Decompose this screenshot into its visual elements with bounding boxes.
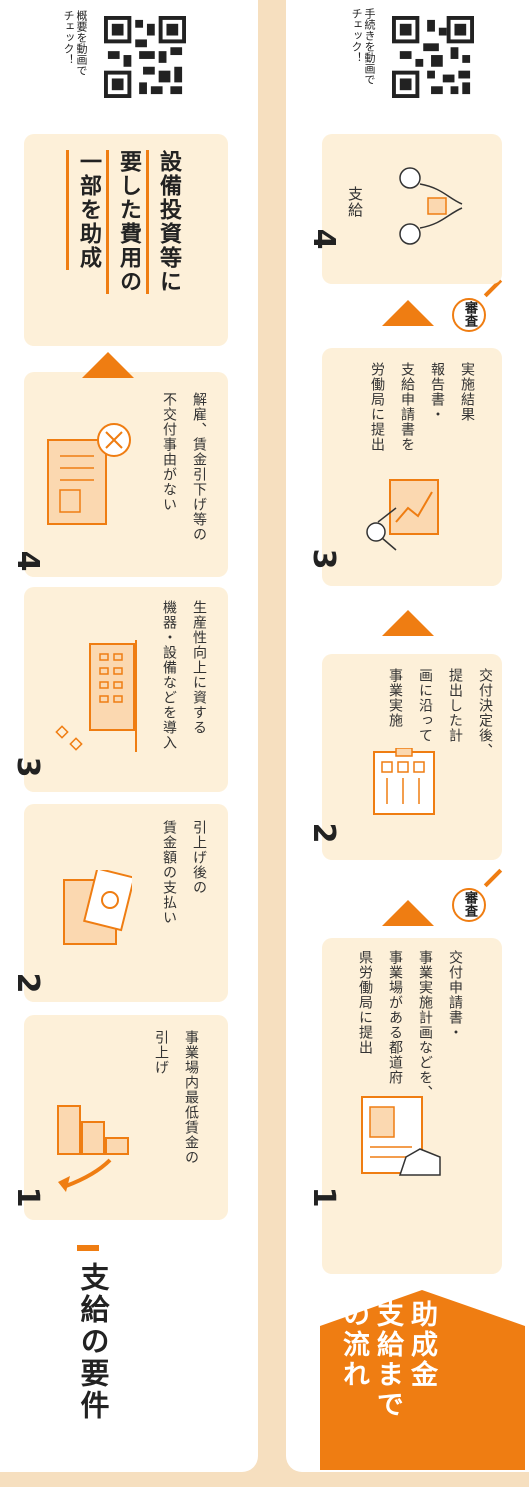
handshake-icon (399, 167, 463, 245)
requirements-title: 支給の要件 (76, 1262, 110, 1422)
flow-text-4: 支給 (346, 186, 364, 218)
step-number: 3 (306, 548, 341, 570)
review-stamp-label: 審査 (462, 301, 477, 327)
step-number: 2 (10, 972, 45, 994)
flow-arrow (382, 610, 434, 636)
step-number: 2 (306, 822, 341, 844)
bar-chart-arrow-icon (57, 1105, 129, 1192)
requirement-text-4: 解雇、賃金引下げ等の 不交付事由がない (161, 392, 207, 542)
flow-text-1: 交付申請書・ 事業実施計画などを、 事業場がある都道府 県労働局に提出 (357, 950, 463, 1100)
flow-title-banner (320, 1290, 525, 1470)
outcome-card (24, 134, 228, 346)
requirements-panel: 支給の要件 1 事業場内最低賃金の 引上げ 2 引上げ後の 賃金額の支払い (0, 0, 258, 1472)
report-presentation-icon (366, 479, 439, 551)
application-form-icon (361, 1096, 441, 1176)
qr-caption: 概要を動画で チェック！ (62, 10, 88, 76)
requirement-text-2: 引上げ後の 賃金額の支払い (161, 820, 207, 925)
title-accent-bar (77, 1245, 99, 1251)
requirement-text-1: 事業場内最低賃金の 引上げ (153, 1030, 199, 1165)
step-number: 1 (306, 1186, 341, 1208)
magnifier-stamp-icon (452, 888, 486, 922)
qr-caption: 手続きを動画で チェック！ (350, 8, 376, 85)
step-number: 1 (10, 1186, 45, 1208)
flow-title: 助成金 支給まで の流れ (338, 1300, 437, 1420)
step-number: 4 (306, 228, 341, 250)
step-number: 4 (10, 550, 45, 572)
flow-text-2: 交付決定後、 提出した計 画に沿って 事業実施 (387, 668, 493, 758)
flow-arrow (82, 352, 134, 378)
requirement-text-3: 生産性向上に資する 機器・設備などを導入 (161, 600, 207, 750)
step-number: 3 (10, 756, 45, 778)
document-cross-icon (47, 423, 131, 525)
flow-card-3 (322, 348, 502, 586)
checklist-clipboard-icon (373, 748, 435, 815)
qr-code-icon[interactable] (392, 16, 474, 98)
review-stamp-label: 審査 (462, 891, 477, 917)
flow-text-3: 実施結果 報告書・ 支給申請書を 労働局に提出 (369, 362, 475, 452)
qr-code-icon[interactable] (104, 16, 186, 98)
money-envelope-icon (63, 870, 132, 945)
flow-arrow (382, 900, 434, 926)
magnifier-stamp-icon (452, 298, 486, 332)
flow-arrow (382, 300, 434, 326)
outcome-text: 設備投資等に 要した費用の 一部を助成 (76, 150, 181, 294)
factory-building-icon (55, 640, 137, 752)
flow-card-4 (322, 134, 502, 284)
